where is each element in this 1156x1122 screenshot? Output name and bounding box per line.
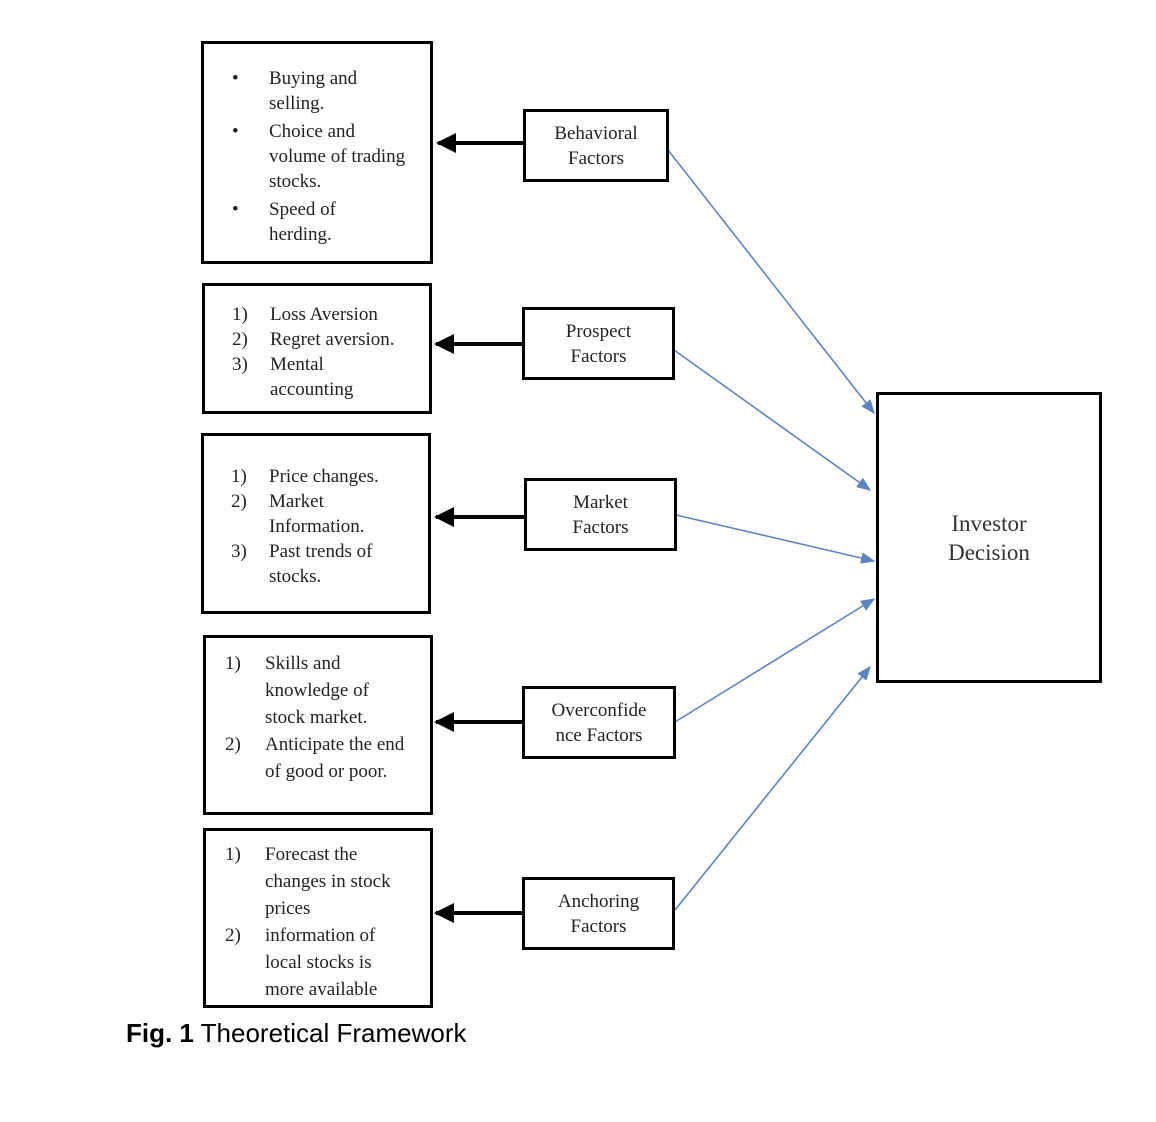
list-item: 2)Anticipate the end of good or poor. <box>225 734 405 782</box>
list-item: 2)Market Information. <box>231 491 365 537</box>
list-item: 2)Regret aversion. <box>232 329 395 350</box>
list-item: •Choice and volume of trading stocks. <box>232 121 406 192</box>
bullet-icon: • <box>232 199 239 220</box>
factor-label: Prospect Factors <box>565 320 632 367</box>
list-item: 3)Mental accounting <box>232 354 354 400</box>
arrow-market-to-decision <box>675 514 876 564</box>
arrow-prospect-to-decision <box>673 349 872 491</box>
list-item: 3)Past trends of stocks. <box>231 541 373 587</box>
anchoring-factors-box: Anchoring Factors <box>522 877 675 950</box>
list-item: •Buying and selling. <box>232 68 358 114</box>
list-item: 1)Forecast the changes in stock prices <box>225 844 391 919</box>
market-details-box: 1)Price changes. 2)Market Information. 3… <box>201 433 431 614</box>
investor-decision-box: Investor Decision <box>876 392 1102 683</box>
factor-label: Market Factors <box>572 491 629 538</box>
prospect-factors-box: Prospect Factors <box>522 307 675 380</box>
market-factors-box: Market Factors <box>524 478 677 551</box>
list-item: •Speed of herding. <box>232 199 337 245</box>
factor-label: Overconfide nce Factors <box>551 699 647 746</box>
bullet-icon: • <box>232 121 239 142</box>
arrow-anchoring-to-decision <box>674 665 871 911</box>
caption-text: Theoretical Framework <box>200 1018 467 1048</box>
behavioral-details-box: •Buying and selling. •Choice and volume … <box>201 41 433 264</box>
arrow-overconfidence-to-decision <box>674 598 876 723</box>
overconfidence-factors-box: Overconfide nce Factors <box>522 686 676 759</box>
list-item: 1)Skills and knowledge of stock market. <box>225 653 369 728</box>
factor-label: Behavioral Factors <box>554 122 638 169</box>
prospect-details-box: 1)Loss Aversion 2)Regret aversion. 3)Men… <box>202 283 432 414</box>
behavioral-factors-box: Behavioral Factors <box>523 109 669 182</box>
list-item: 2)information of local stocks is more av… <box>225 925 378 1000</box>
bullet-icon: • <box>232 68 239 89</box>
caption-prefix: Fig. 1 <box>126 1018 194 1048</box>
factor-label: Anchoring Factors <box>557 890 640 937</box>
arrow-behavioral-to-decision <box>667 149 875 415</box>
list-item: 1)Loss Aversion <box>232 304 378 325</box>
anchoring-details-box: 1)Forecast the changes in stock prices 2… <box>203 828 433 1008</box>
decision-label: Investor Decision <box>948 510 1030 565</box>
list-item: 1)Price changes. <box>231 466 379 487</box>
figure-caption: Fig. 1 Theoretical Framework <box>126 1018 467 1049</box>
overconfidence-details-box: 1)Skills and knowledge of stock market. … <box>203 635 433 815</box>
